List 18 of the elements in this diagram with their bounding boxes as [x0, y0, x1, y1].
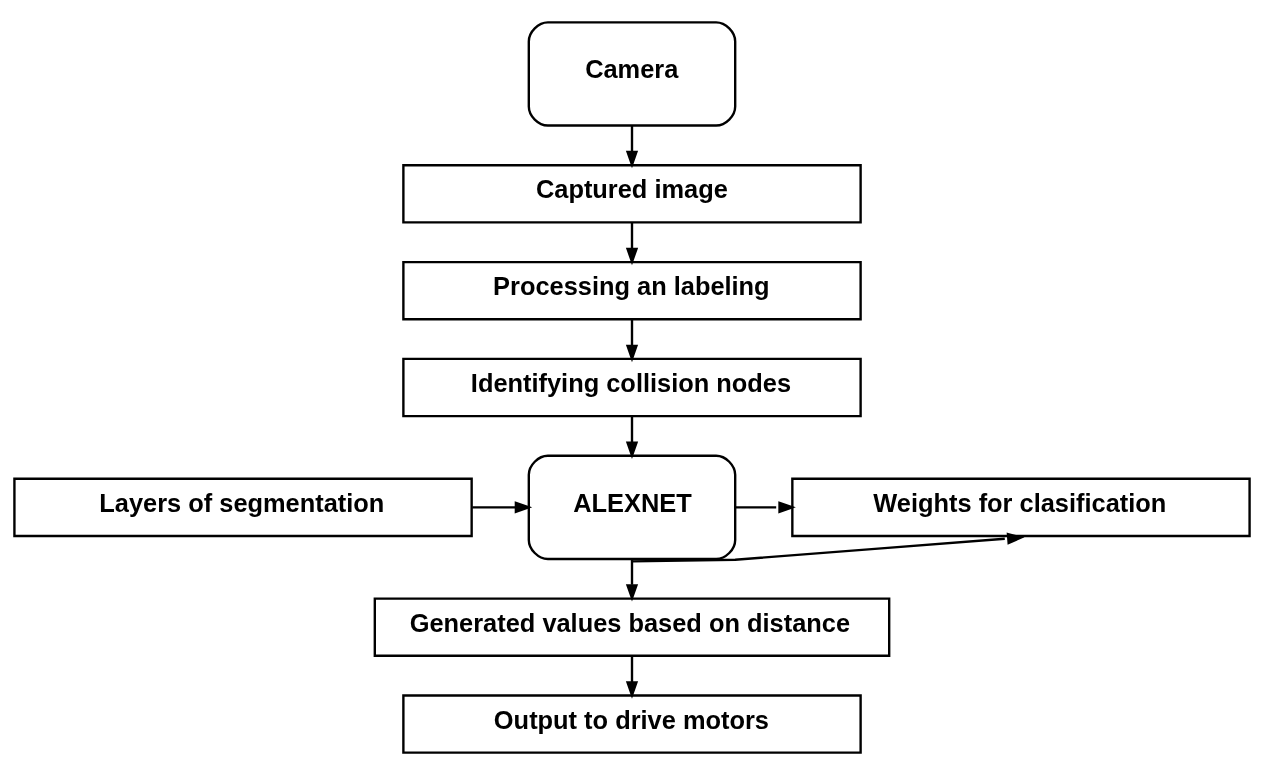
arrow: [472, 500, 533, 513]
arrow: [625, 415, 639, 459]
node-box: Identifying collision nodes: [402, 357, 862, 417]
node-box: Camera: [527, 20, 737, 127]
arrow: [625, 125, 639, 168]
arrow: [735, 500, 796, 513]
node-box: Generated values based on distance: [373, 596, 891, 657]
arrow: [632, 532, 1025, 563]
arrow: [625, 318, 639, 362]
node-box: Weights for clasification: [791, 477, 1251, 537]
arrow: [625, 222, 639, 265]
node-box: Layers of segmentation: [13, 477, 473, 537]
node-box: Output to drive motors: [402, 693, 862, 754]
node-box: Captured image: [402, 163, 862, 224]
node-box: Processing an labeling: [402, 260, 862, 320]
node-box: ALEXNET: [527, 454, 737, 560]
arrow: [625, 558, 639, 602]
arrow: [625, 655, 639, 699]
